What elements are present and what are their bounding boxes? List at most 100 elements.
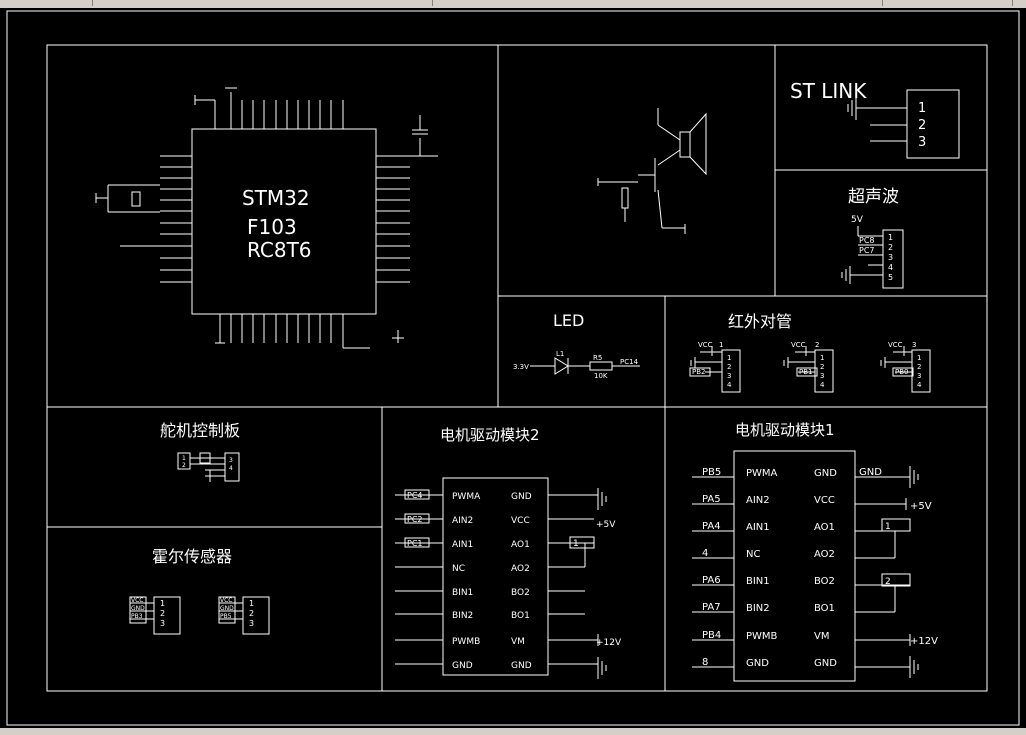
driver1-pin-left: BIN2 xyxy=(746,603,770,614)
ir-pin: 4 xyxy=(820,381,825,389)
ultrasonic-pin-4: 4 xyxy=(888,263,893,272)
ir-pin: 1 xyxy=(917,354,921,362)
driver1-net: PA5 xyxy=(702,494,721,505)
ultrasonic-connector[interactable] xyxy=(882,229,904,289)
driver1-pin-right: VCC xyxy=(814,495,835,506)
ir-pin: 2 xyxy=(820,363,824,371)
ir-pin: 4 xyxy=(917,381,922,389)
hall-connector[interactable] xyxy=(153,596,181,635)
led-resistor-value: 10K xyxy=(594,372,608,380)
servo-section: 舵机控制板 1 2 3 4 xyxy=(160,421,240,482)
hall-label: VCC xyxy=(220,597,232,604)
mcu-chip[interactable] xyxy=(191,128,377,315)
led-resistor-ref: R5 xyxy=(593,354,602,362)
hall-label: VCC xyxy=(131,597,143,604)
driver1-title: 电机驱动模块1 xyxy=(735,421,835,439)
ultrasonic-title: 超声波 xyxy=(848,187,899,207)
driver1-motor-label: 1 xyxy=(885,522,891,532)
window-toolbar-strip xyxy=(0,0,1026,8)
driver2-motor-label: 1 xyxy=(573,539,579,549)
driver2-pin-right: GND xyxy=(511,492,532,502)
hall-pin: 3 xyxy=(249,619,254,628)
driver1-pin-left: NC xyxy=(746,549,760,560)
led-net: PC14 xyxy=(620,358,639,366)
led-supply: 3.3V xyxy=(513,363,529,371)
ir-index-2: 2 xyxy=(815,341,819,349)
driver2-net: PC2 xyxy=(407,515,423,524)
servo-pin-4: 4 xyxy=(229,465,233,472)
ir-vcc-2: VCC xyxy=(791,341,806,349)
mcu-section: STM32 F103 RC8T6 xyxy=(95,87,438,349)
driver2-pin-right: AO2 xyxy=(511,564,530,574)
hall-label: GND xyxy=(220,605,234,612)
ultrasonic-supply: 5V xyxy=(851,215,864,225)
stlink-section: ST LINK 1 2 3 xyxy=(790,79,960,159)
driver1-net: 8 xyxy=(702,657,708,668)
servo-connector[interactable] xyxy=(224,452,240,482)
driver1-chip[interactable] xyxy=(733,450,856,682)
driver1-pin-right: BO1 xyxy=(814,603,835,614)
toolbar-segment[interactable] xyxy=(0,0,93,6)
ir-pin: 3 xyxy=(820,372,824,380)
hall-connector[interactable] xyxy=(242,596,270,635)
driver2-chip[interactable] xyxy=(442,477,549,676)
driver2-title: 电机驱动模块2 xyxy=(440,426,540,444)
stlink-pin-1: 1 xyxy=(918,101,926,116)
mcu-name-line1: STM32 xyxy=(242,186,310,210)
ir-pin: 3 xyxy=(917,372,921,380)
driver2-net: PC4 xyxy=(407,491,423,500)
servo-pin-1: 1 xyxy=(182,455,186,462)
ir-vcc-3: VCC xyxy=(888,341,903,349)
toolbar-segment[interactable] xyxy=(432,0,883,6)
driver2-pin-right: AO1 xyxy=(511,540,530,550)
hall-section: 霍尔传感器 VCC GND PB3 1 2 3 VCC GND PB5 1 2 … xyxy=(129,547,270,635)
ultrasonic-pin-5: 5 xyxy=(888,273,893,282)
servo-pin-3: 3 xyxy=(229,457,233,464)
ir-pin: 1 xyxy=(820,354,824,362)
ultrasonic-pin-2: 2 xyxy=(888,243,893,252)
driver1-net: PA7 xyxy=(702,602,721,613)
ultrasonic-section: 超声波 5V PC8 PC7 1 2 3 4 5 xyxy=(841,187,904,289)
driver2-pin-left: AIN2 xyxy=(452,516,473,526)
driver2-pin-left: PWMA xyxy=(452,492,481,502)
toolbar-segment[interactable] xyxy=(882,0,1013,6)
driver1-net: 4 xyxy=(702,548,708,559)
driver1-pin-left: PWMB xyxy=(746,631,778,642)
driver1-section: 电机驱动模块1 PB5 PA5 PA4 4 PA6 PA7 PB4 8 PWMA… xyxy=(692,421,938,682)
driver2-pin-left: GND xyxy=(452,661,473,671)
driver1-net: PB4 xyxy=(702,630,721,641)
driver1-vcc-label: +5V xyxy=(910,501,932,512)
driver1-net: PB5 xyxy=(702,467,721,478)
led-title: LED xyxy=(553,311,584,330)
driver1-net: PA6 xyxy=(702,575,721,586)
driver1-net: PA4 xyxy=(702,521,721,532)
hall-pin: 2 xyxy=(160,609,165,618)
drawing-border xyxy=(6,10,1020,726)
hall-label: PB3 xyxy=(131,613,143,620)
driver1-pin-right: GND xyxy=(814,658,837,669)
driver2-vm-label: +12V xyxy=(596,638,622,648)
ir-index-3: 3 xyxy=(912,341,916,349)
driver1-pin-left: AIN2 xyxy=(746,495,770,506)
driver1-pin-left: AIN1 xyxy=(746,522,770,533)
driver2-pin-left: NC xyxy=(452,564,465,574)
driver2-section: 电机驱动模块2 PC4 PC2 PC1 PWMA AIN2 AIN1 NC BI… xyxy=(395,426,622,679)
ir-connector[interactable] xyxy=(721,349,741,393)
ir-vcc-1: VCC xyxy=(698,341,713,349)
driver1-motor-label: 2 xyxy=(885,577,891,587)
ir-connector[interactable] xyxy=(911,349,931,393)
driver1-pin-left: GND xyxy=(746,658,769,669)
driver2-pin-right: VM xyxy=(511,637,525,647)
sheet-frame xyxy=(46,44,988,692)
driver1-pin-right: GND xyxy=(814,468,837,479)
driver2-pin-right: BO2 xyxy=(511,588,530,598)
ir-connector[interactable] xyxy=(814,349,834,393)
toolbar-segment[interactable] xyxy=(92,0,433,6)
driver2-pin-left: AIN1 xyxy=(452,540,473,550)
ir-pin: 4 xyxy=(727,381,732,389)
hall-pin: 2 xyxy=(249,609,254,618)
servo-pin-2: 2 xyxy=(182,462,186,469)
stlink-connector[interactable] xyxy=(906,89,960,159)
ir-index-1: 1 xyxy=(719,341,723,349)
